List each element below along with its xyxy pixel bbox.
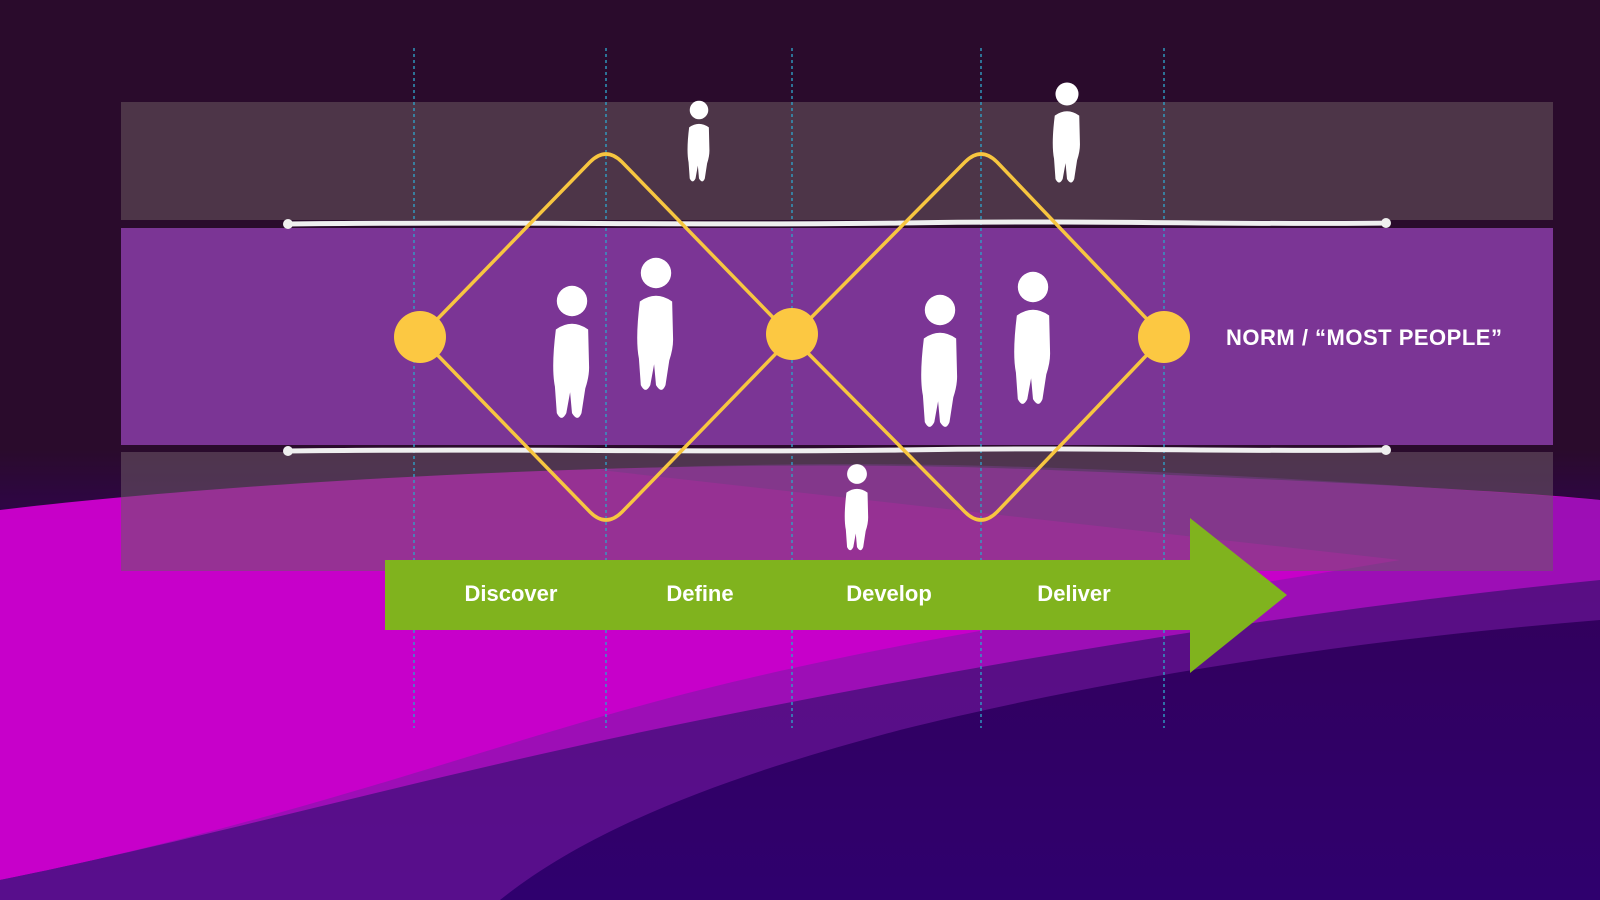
phase-arrow (385, 518, 1287, 673)
upper-outlier-band (121, 102, 1553, 220)
person-icon (844, 464, 869, 551)
phase-deliver-label: Deliver (1037, 581, 1111, 606)
person-icon (1014, 271, 1051, 404)
upper-boundary-line (285, 219, 1389, 227)
person-icon (687, 100, 710, 182)
boundary-end (283, 219, 293, 229)
magenta-glow-soft (0, 464, 1600, 900)
norm-boundaries (285, 219, 1389, 454)
end-node (1138, 311, 1190, 363)
person-icon (921, 294, 958, 427)
middle-node (766, 308, 818, 360)
lower-boundary-line (285, 446, 1389, 454)
start-node (394, 311, 446, 363)
person-icon (1052, 82, 1080, 183)
phase-develop-label: Develop (846, 581, 932, 606)
lower-outlier-band (121, 452, 1553, 571)
person-icon (553, 285, 590, 418)
boundary-end (1381, 218, 1391, 228)
boundary-end (1381, 445, 1391, 455)
norm-label: NORM / “MOST PEOPLE” (1226, 325, 1503, 350)
boundary-end (283, 446, 293, 456)
phase-discover-label: Discover (464, 581, 558, 606)
norm-band (121, 228, 1553, 445)
people (553, 82, 1080, 551)
phase-define-label: Define (666, 581, 734, 606)
person-icon (637, 257, 674, 390)
